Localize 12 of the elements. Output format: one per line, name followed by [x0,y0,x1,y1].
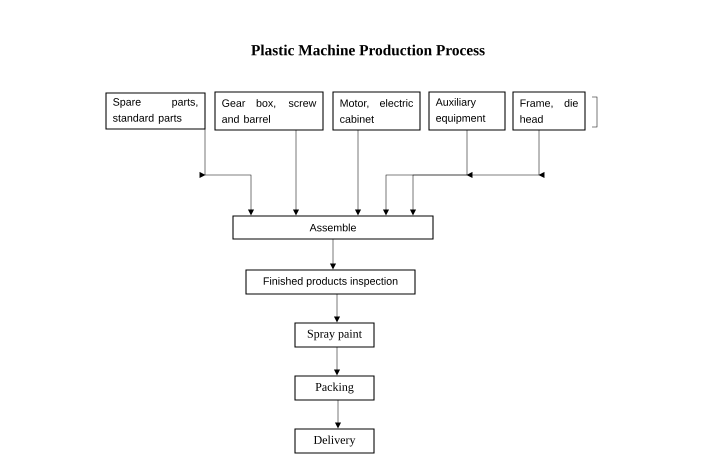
process-box: Spare parts, standard parts [105,92,206,130]
process-box: Auxiliary equipment [428,91,506,131]
arrow [200,129,254,216]
process-box: Finished products inspection [245,269,416,295]
process-box: Delivery [294,428,375,454]
title: Plastic Machine Production Process [251,44,485,56]
process-box: Spray paint [294,322,375,348]
process-box: Assemble [232,215,434,240]
process-box: Motor, electric cabinet [332,91,421,131]
process-box: Packing [294,375,375,401]
process-box: Frame, die head [512,91,586,131]
process-box: Gear box, screw and barrel [214,91,324,131]
